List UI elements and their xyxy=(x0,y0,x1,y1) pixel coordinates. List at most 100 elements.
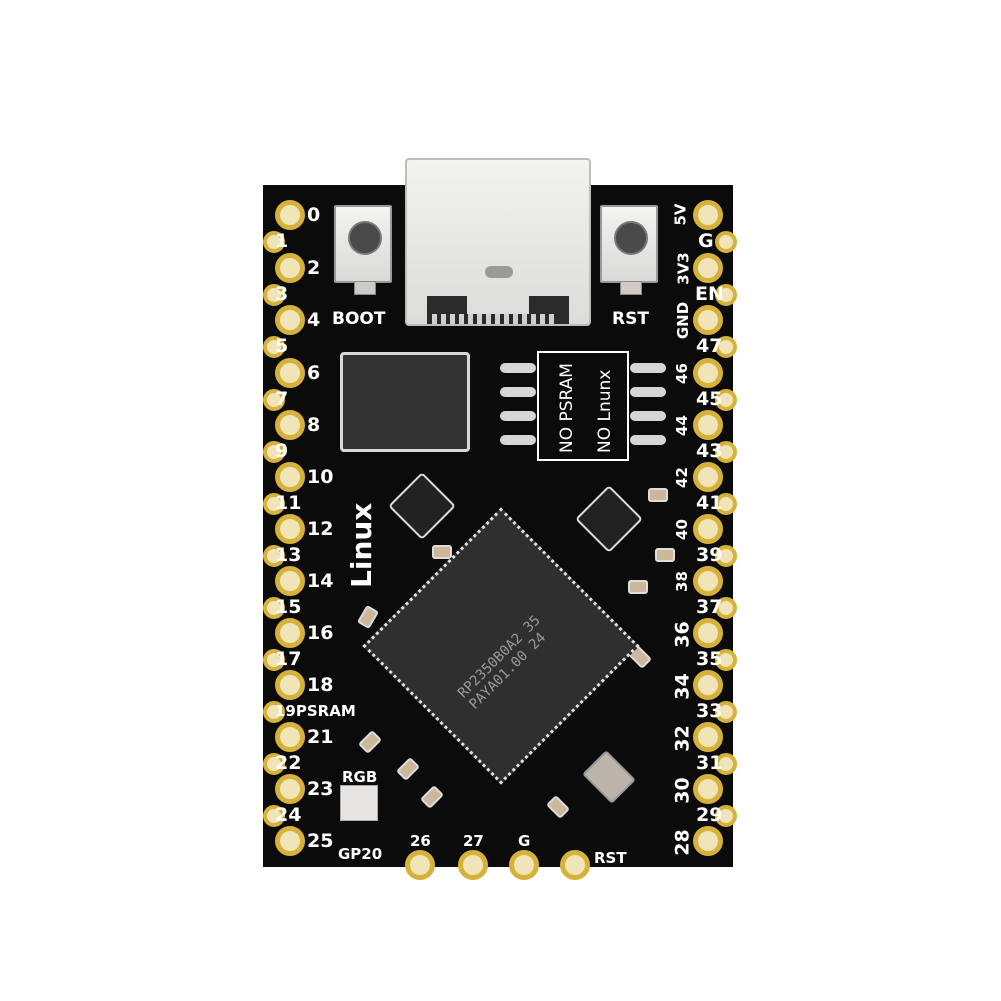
soic-leg xyxy=(500,411,536,421)
pin-label: 18 xyxy=(307,674,334,696)
pin-pad[interactable] xyxy=(263,493,285,515)
pin-pad[interactable] xyxy=(693,774,723,804)
pin-label: 9 xyxy=(275,440,289,462)
pin-label: 37 xyxy=(696,596,723,618)
pin-pad[interactable] xyxy=(693,462,723,492)
pin-label: RST xyxy=(594,849,627,867)
pin-pad[interactable] xyxy=(263,336,285,358)
pin-label: 26 xyxy=(410,832,431,850)
pin-pad[interactable] xyxy=(693,670,723,700)
pin-label: 1 xyxy=(275,230,289,252)
pin-label: 35 xyxy=(696,648,723,670)
pin-pad[interactable] xyxy=(693,410,723,440)
boot-button[interactable] xyxy=(334,205,392,295)
pin-pad[interactable] xyxy=(275,410,305,440)
pin-pad[interactable] xyxy=(275,774,305,804)
pin-pad[interactable] xyxy=(263,597,285,619)
pin-pad[interactable] xyxy=(275,514,305,544)
pin-pad[interactable] xyxy=(715,649,737,671)
pin-label: 43 xyxy=(696,440,723,462)
pin-label: 24 xyxy=(275,804,302,826)
pin-pad[interactable] xyxy=(458,850,488,880)
capacitor xyxy=(648,488,668,502)
pin-pad[interactable] xyxy=(693,358,723,388)
usb-c-opening xyxy=(485,266,513,278)
pin-label: 22 xyxy=(275,752,302,774)
pin-label: G xyxy=(698,230,714,252)
no-linux-text: NO Lnunx xyxy=(595,369,615,453)
pin-pad[interactable] xyxy=(715,284,737,306)
pin-pad[interactable] xyxy=(693,722,723,752)
pin-label: 8 xyxy=(307,414,321,436)
pin-label: 38 xyxy=(672,571,691,592)
pin-pad[interactable] xyxy=(263,701,285,723)
reset-button-cap xyxy=(614,221,648,255)
linux-label: Linux xyxy=(345,502,378,588)
pin-pad[interactable] xyxy=(693,826,723,856)
pin-pad[interactable] xyxy=(275,618,305,648)
pin-pad[interactable] xyxy=(275,462,305,492)
pin-pad[interactable] xyxy=(509,850,539,880)
pin-pad[interactable] xyxy=(275,670,305,700)
pin-label: 40 xyxy=(672,519,691,540)
pin-label: 3 xyxy=(275,283,289,305)
boot-button-leg xyxy=(354,281,376,295)
pin-pad[interactable] xyxy=(693,618,723,648)
pin-pad[interactable] xyxy=(715,805,737,827)
soic-leg xyxy=(500,387,536,397)
pin-pad[interactable] xyxy=(715,493,737,515)
pin-label: 17 xyxy=(275,648,302,670)
pin-pad[interactable] xyxy=(715,231,737,253)
pin-label-psram: 19PSRAM xyxy=(275,702,356,720)
pin-pad[interactable] xyxy=(715,336,737,358)
pin-label: 34 xyxy=(671,673,694,700)
pin-label: 47 xyxy=(696,335,723,357)
pin-pad[interactable] xyxy=(715,597,737,619)
pin-label: 4 xyxy=(307,309,321,331)
pin-pad[interactable] xyxy=(275,305,305,335)
pin-label: 6 xyxy=(307,362,321,384)
reset-button-leg xyxy=(620,281,642,295)
pin-label: GND xyxy=(674,301,693,340)
pin-pad[interactable] xyxy=(263,284,285,306)
pin-label: 30 xyxy=(671,777,694,804)
pin-pad[interactable] xyxy=(693,566,723,596)
pin-pad[interactable] xyxy=(715,441,737,463)
pin-pad[interactable] xyxy=(693,253,723,283)
pin-pad[interactable] xyxy=(693,305,723,335)
pin-pad[interactable] xyxy=(715,701,737,723)
pin-label: 15 xyxy=(275,596,302,618)
pin-pad[interactable] xyxy=(263,545,285,567)
pin-pad[interactable] xyxy=(263,389,285,411)
pin-pad[interactable] xyxy=(263,441,285,463)
pin-label: 21 xyxy=(307,726,334,748)
pin-pad[interactable] xyxy=(715,753,737,775)
pin-pad[interactable] xyxy=(275,253,305,283)
pin-pad[interactable] xyxy=(715,545,737,567)
pin-pad[interactable] xyxy=(693,514,723,544)
notice-box: NO PSRAM NO Lnunx xyxy=(537,351,629,461)
capacitor xyxy=(628,580,648,594)
pin-pad[interactable] xyxy=(560,850,590,880)
pin-label: 7 xyxy=(275,388,289,410)
pin-pad[interactable] xyxy=(263,753,285,775)
pin-label: 36 xyxy=(671,621,694,648)
pin-label: 5 xyxy=(275,335,289,357)
pin-pad[interactable] xyxy=(263,231,285,253)
pin-pad[interactable] xyxy=(275,826,305,856)
reset-button[interactable] xyxy=(600,205,658,295)
pin-pad[interactable] xyxy=(275,200,305,230)
pin-pad[interactable] xyxy=(693,200,723,230)
pin-label: 16 xyxy=(307,622,334,644)
pin-label: 45 xyxy=(696,388,723,410)
capacitor xyxy=(432,545,452,559)
pin-pad[interactable] xyxy=(405,850,435,880)
reset-label: RST xyxy=(612,309,649,329)
pin-pad[interactable] xyxy=(263,805,285,827)
pin-label: 2 xyxy=(307,257,321,279)
pin-pad[interactable] xyxy=(275,722,305,752)
pin-pad[interactable] xyxy=(263,649,285,671)
pin-pad[interactable] xyxy=(275,358,305,388)
pin-pad[interactable] xyxy=(275,566,305,596)
pin-pad[interactable] xyxy=(715,389,737,411)
